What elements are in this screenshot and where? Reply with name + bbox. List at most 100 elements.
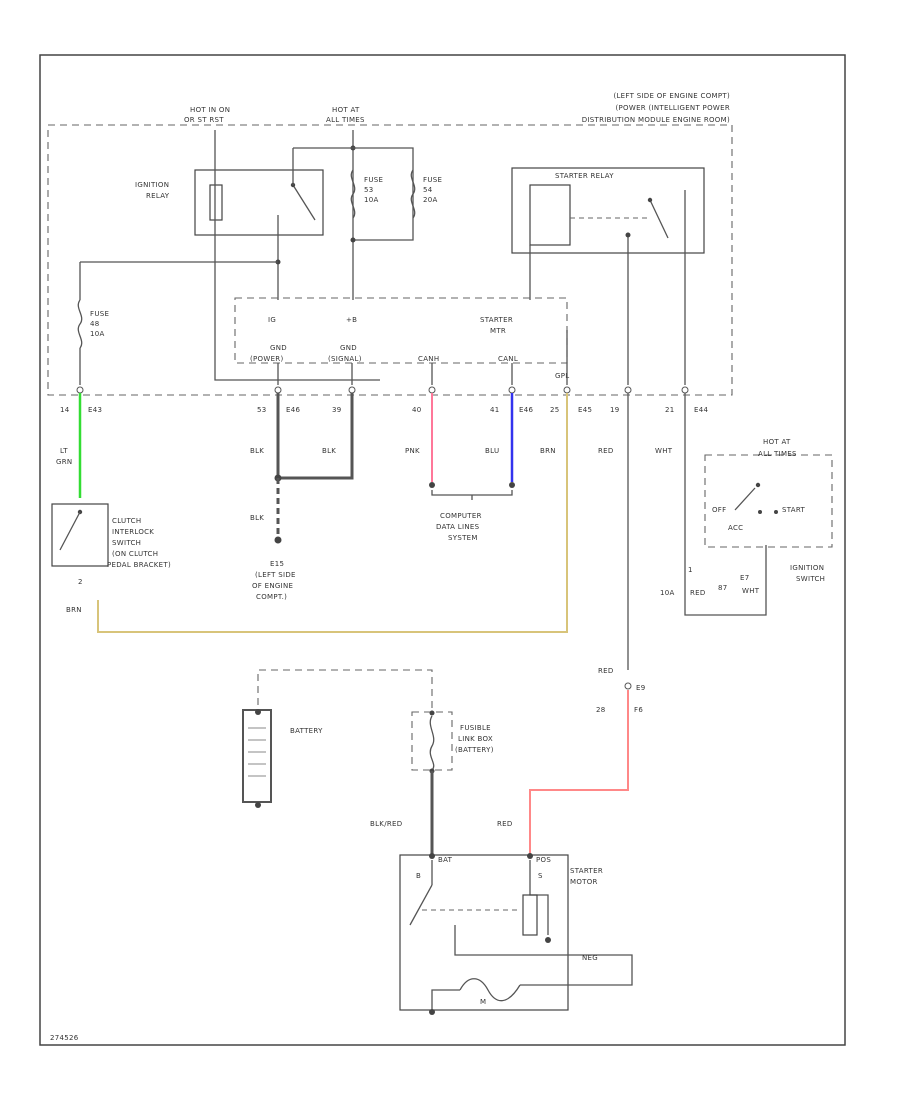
fuse-54-label-3: 20A — [423, 196, 438, 204]
fusible-link-label-1: FUSIBLE — [460, 724, 491, 732]
data-lines-bracket — [431, 490, 513, 500]
starter-coil-node — [545, 937, 551, 943]
pin-ig-label: IG — [268, 316, 276, 324]
fuse-48-label-1: FUSE — [90, 310, 109, 318]
wire-label-pnk: PNK — [405, 447, 420, 455]
fuse-53-label-1: FUSE — [364, 176, 383, 184]
wire-blk-ground — [276, 393, 354, 480]
pin-39: 39 — [332, 406, 342, 414]
pin-53: 53 — [257, 406, 267, 414]
starter-bat-terminal — [429, 853, 435, 859]
clutch-switch-label-5: PEDAL BRACKET) — [107, 561, 171, 569]
clutch-switch-label-1: CLUTCH — [112, 517, 141, 525]
ignition-relay-contact — [292, 184, 316, 221]
battery-positive-terminal — [255, 709, 261, 715]
ign-pin-1: 1 — [688, 566, 693, 574]
ign-switch-label-1: IGNITION — [790, 564, 824, 572]
battery-body — [242, 709, 272, 803]
wire-starter-motor-return — [431, 989, 460, 1010]
module-title-line1: (LEFT SIDE OF ENGINE COMPT) — [613, 92, 730, 100]
ign-switch-pivot — [755, 482, 761, 488]
fuse-53-symbol — [350, 169, 356, 219]
clutch-switch-blade — [59, 511, 81, 551]
ign-pos-acc: ACC — [728, 524, 743, 532]
fusible-link-top-node — [429, 710, 435, 716]
hot-run-start-label-2: OR ST RST — [184, 116, 224, 124]
wire-starter-contact-out — [454, 925, 633, 986]
clutch-switch-pin: 2 — [78, 578, 83, 586]
starter-pin-neg: NEG — [582, 954, 598, 962]
module-title-line3: DISTRIBUTION MODULE ENGINE ROOM) — [582, 116, 730, 124]
data-lines-label-3: SYSTEM — [448, 534, 478, 542]
clutch-switch-label-2: INTERLOCK — [112, 528, 154, 536]
ignition-relay-label-1: IGNITION — [135, 181, 169, 189]
fuse-53-label-3: 10A — [364, 196, 379, 204]
terminal-40 — [428, 386, 436, 394]
terminal-25 — [563, 386, 571, 394]
starter-ground-node — [429, 1009, 435, 1015]
ign-contact-1 — [758, 510, 762, 514]
hot-run-start-label-1: HOT IN ON — [190, 106, 230, 114]
terminal-41 — [508, 386, 516, 394]
starter-pin-s: S — [538, 872, 543, 880]
ign-conn-e7: E7 — [740, 574, 749, 582]
ign-wire-red: RED — [690, 589, 706, 597]
wire-label-brn: BRN — [540, 447, 556, 455]
module-title-line2: (POWER (INTELLIGENT POWER — [615, 104, 730, 112]
fuse-54-label-2: 54 — [423, 186, 433, 194]
conn-e46b: E46 — [519, 406, 533, 414]
fusible-link-label-2: LINK BOX — [458, 735, 493, 743]
battery-negative-terminal — [255, 802, 261, 808]
ign-switch-blade — [734, 487, 756, 511]
fuse-48-label-3: 10A — [90, 330, 105, 338]
wire-label-blu: BLU — [485, 447, 499, 455]
wire-label-blk-red: BLK/RED — [370, 820, 402, 828]
ign-wire-wht: WHT — [742, 587, 760, 595]
wire-battery-link — [257, 669, 433, 710]
pin-starter-label-2: MTR — [490, 327, 506, 335]
ground-e15-label-4: COMPT.) — [256, 593, 287, 601]
canl-label: CANL — [498, 355, 518, 363]
canl-end-node — [509, 482, 515, 488]
diagram-id: 274526 — [50, 1034, 79, 1042]
ign-switch-label-2: SWITCH — [796, 575, 825, 583]
battery-label: BATTERY — [290, 727, 323, 735]
pin-14: 14 — [60, 406, 70, 414]
conn-e44: E44 — [694, 406, 708, 414]
fuse-53-label-2: 53 — [364, 186, 374, 194]
starter-pin-b: B — [416, 872, 421, 880]
canh-label: CANH — [418, 355, 439, 363]
ignition-relay — [194, 169, 324, 236]
wire-label-wht: WHT — [655, 447, 673, 455]
hot-at-all-times-label-1: HOT AT — [332, 106, 360, 114]
starter-solenoid-coil — [522, 894, 538, 936]
splice-e9-label: E9 — [636, 684, 645, 692]
ign-pos-off: OFF — [712, 506, 726, 514]
ignition-relay-label-2: RELAY — [146, 192, 170, 200]
starter-pin-m: M — [480, 998, 486, 1006]
starter-relay-pivot — [647, 197, 653, 203]
ground-e15-label-2: (LEFT SIDE — [255, 571, 296, 579]
ignition-switch — [704, 454, 833, 548]
starter-pin-bat: BAT — [438, 856, 453, 864]
hot-at-all-times-label-2: ALL TIMES — [326, 116, 365, 124]
ignition-relay-coil — [209, 184, 223, 221]
starter-solenoid-contact — [409, 884, 433, 926]
gnd-power-label-2: (POWER) — [250, 355, 284, 363]
fuse-54-label-1: FUSE — [423, 176, 442, 184]
pin-21: 21 — [665, 406, 675, 414]
wire-label-lt: LT — [60, 447, 68, 455]
splice-e9-terminal — [624, 682, 632, 690]
starter-relay-contact — [649, 199, 669, 239]
starter-pin-pos: POS — [536, 856, 551, 864]
pin-40: 40 — [412, 406, 422, 414]
wire-wht-ignition — [684, 393, 767, 616]
ground-e15-label-1: E15 — [270, 560, 284, 568]
terminal-e43-14 — [76, 386, 84, 394]
starter-relay-label: STARTER RELAY — [555, 172, 614, 180]
power-distribution-module — [47, 124, 733, 396]
wire-label-red: RED — [598, 447, 614, 455]
starter-relay-node — [625, 232, 631, 238]
wire-label-blk2: BLK — [322, 447, 336, 455]
fuse-48-label-2: 48 — [90, 320, 100, 328]
